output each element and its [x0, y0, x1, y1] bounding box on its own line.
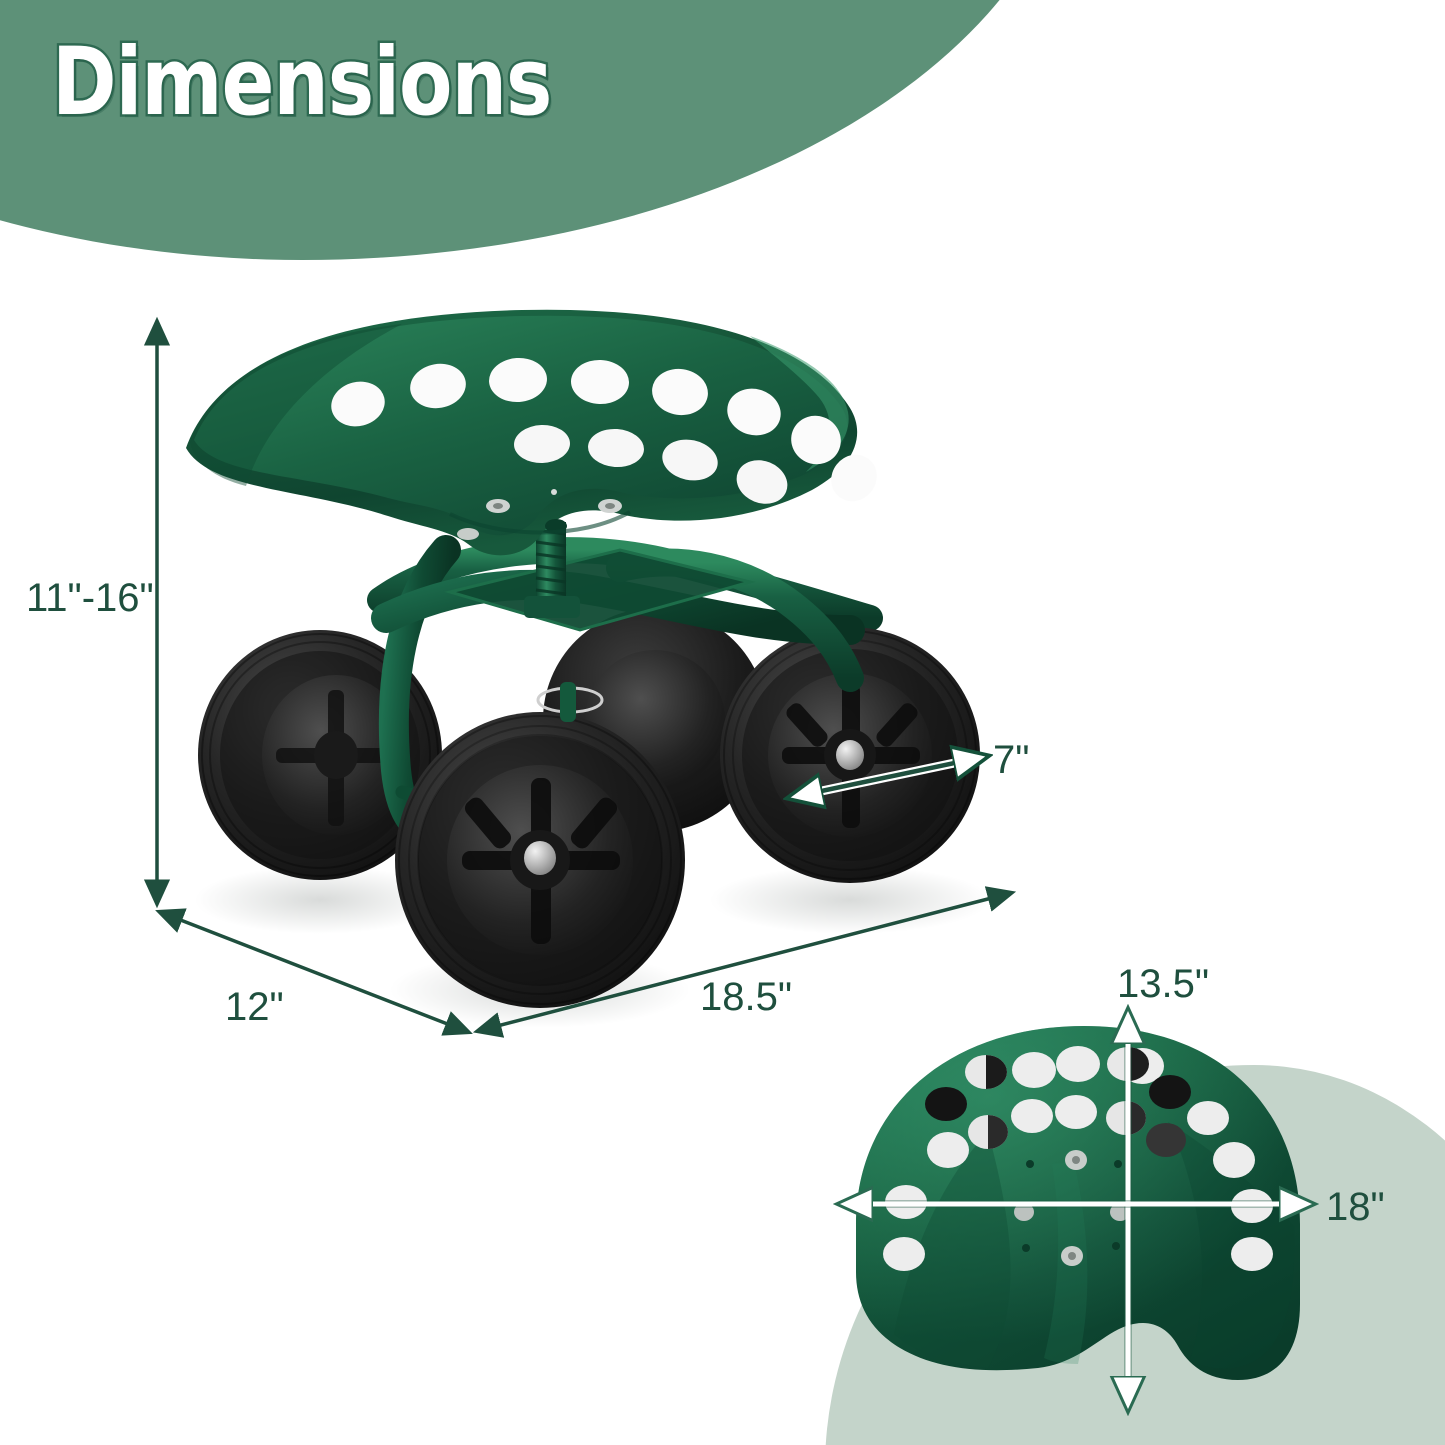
dimension-label-height: 11"-16": [26, 576, 154, 620]
seat-saddle: [186, 309, 877, 556]
dimension-line-length: [472, 886, 1017, 1038]
dimension-label-wheel-diameter: 7": [993, 738, 1030, 782]
dimension-label-seat-depth: 13.5": [1117, 962, 1210, 1006]
wheel-left: [198, 630, 442, 880]
dimension-label-seat-width: 18": [1326, 1185, 1385, 1229]
dimension-line-depth: [155, 908, 473, 1036]
page-title: Dimensions: [50, 28, 555, 137]
